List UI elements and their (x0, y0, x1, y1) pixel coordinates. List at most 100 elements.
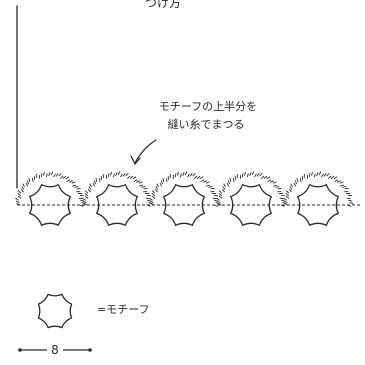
stitch-mark (218, 190, 223, 194)
stitch-mark (205, 181, 210, 184)
stitch-mark (299, 178, 302, 182)
stitch-mark (283, 197, 287, 201)
stitch-mark (149, 197, 153, 201)
stitch-mark (112, 173, 115, 178)
legend-motif (37, 293, 73, 329)
stitch-mark (115, 172, 118, 177)
stitch-mark (182, 172, 185, 177)
stitch-mark (290, 183, 293, 188)
motif-5 (283, 171, 354, 226)
stitch-mark (283, 200, 288, 204)
stitch-mark (192, 173, 196, 177)
stitch-mark (53, 173, 56, 178)
stitch-mark (346, 197, 351, 200)
motif-stitches (82, 171, 153, 207)
stitch-mark (129, 175, 134, 179)
stitch-mark (15, 197, 19, 201)
stitch-mark (206, 184, 211, 187)
stitch-mark (334, 179, 339, 182)
stitch-mark (95, 177, 98, 182)
stitch-mark (20, 188, 24, 193)
dimension-label-bg (47, 342, 63, 356)
stitch-mark (78, 197, 83, 200)
stitch-mark (138, 181, 143, 184)
annotation-line-2: 縫い糸でまつる (168, 117, 245, 131)
stitch-mark (275, 186, 280, 188)
stitch-mark (323, 173, 327, 177)
motif-outline (297, 184, 339, 226)
diagram-heading: つけ方 (145, 0, 181, 10)
stitch-mark (229, 177, 232, 182)
stitch-mark (165, 178, 168, 182)
stitch-mark (217, 203, 222, 206)
motif-outline (29, 184, 71, 226)
stitch-mark (349, 202, 354, 205)
stitch-mark (266, 176, 271, 180)
motif-outline (96, 184, 138, 226)
stitch-mark (330, 175, 335, 179)
stitch-mark (316, 172, 319, 177)
stitch-mark (218, 195, 223, 199)
stitch-mark (154, 188, 158, 193)
stitch-mark (194, 175, 198, 179)
stitch-mark (17, 190, 22, 194)
stitch-mark (208, 186, 213, 188)
motif-stitches (15, 171, 86, 207)
stitch-mark (222, 186, 226, 190)
stitch-mark (212, 197, 217, 200)
stitch-mark (26, 180, 29, 185)
dimension-end-left (18, 348, 22, 352)
motif-outline (163, 184, 205, 226)
stitch-mark (88, 186, 92, 190)
stitch-mark (313, 173, 316, 178)
stitch-mark (21, 186, 25, 190)
stitch-mark (127, 175, 131, 179)
stitch-mark (196, 175, 201, 179)
stitch-mark (285, 195, 290, 199)
stitch-mark (227, 180, 230, 185)
stitch-mark (226, 182, 229, 187)
stitch-mark (174, 173, 177, 178)
stitch-mark (333, 176, 338, 180)
stitch-mark (241, 173, 244, 178)
stitch-mark (221, 188, 225, 193)
stitch-mark (149, 200, 154, 204)
stitch-mark (82, 197, 86, 201)
dimension-end-right (88, 348, 92, 352)
stitch-mark (288, 188, 292, 193)
stitch-mark (55, 173, 59, 177)
motif-2 (82, 171, 153, 226)
stitch-mark (342, 186, 347, 188)
stitch-mark (22, 183, 25, 188)
stitch-mark (45, 173, 48, 178)
stitch-mark (107, 173, 110, 178)
stitch-mark (83, 203, 88, 206)
stitch-mark (50, 171, 54, 176)
stitch-mark (79, 204, 84, 207)
stitch-mark (254, 173, 257, 178)
stitch-mark (339, 181, 344, 184)
stitch-mark (187, 173, 190, 178)
stitch-mark (28, 177, 31, 182)
stitch-mark (93, 180, 96, 185)
stitch-mark (273, 184, 278, 187)
stitch-mark (60, 175, 64, 179)
stitch-mark (179, 173, 182, 178)
stitch-mark (280, 204, 285, 207)
stitch-mark (293, 182, 296, 187)
stitch-mark (270, 180, 274, 183)
stitch-mark (31, 178, 34, 182)
stitch-mark (62, 175, 67, 179)
stitch-mark (58, 173, 62, 177)
stitch-mark (184, 171, 188, 176)
motif-3 (149, 171, 220, 226)
dimension-value: 8 (51, 343, 59, 357)
stitch-mark (294, 180, 297, 185)
stitch-mark (156, 183, 159, 188)
stitch-mark (72, 184, 77, 187)
stitch-mark (151, 195, 156, 199)
stitch-mark (267, 179, 272, 182)
annotation-arrow (134, 139, 157, 164)
stitch-mark (117, 171, 121, 176)
stitch-mark (89, 183, 92, 188)
